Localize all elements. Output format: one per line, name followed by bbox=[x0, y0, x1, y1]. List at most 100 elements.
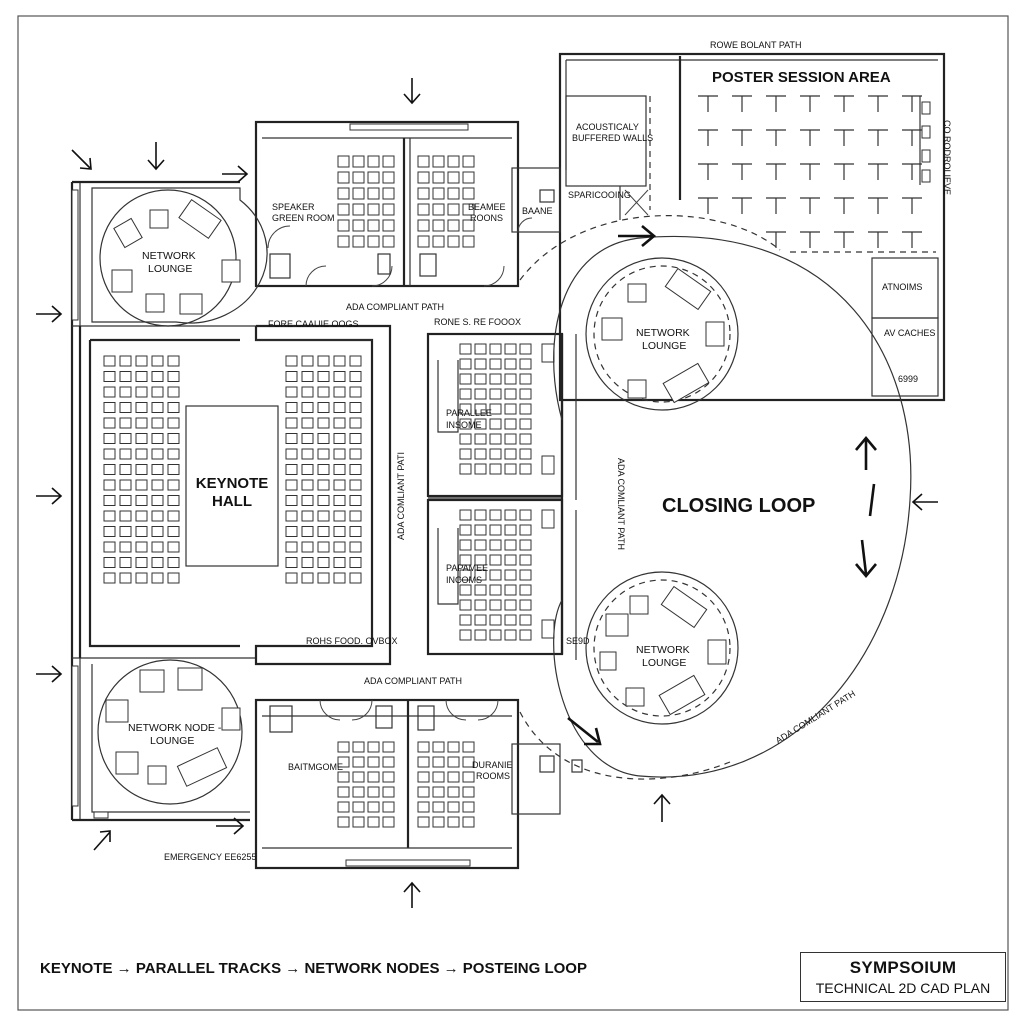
seat bbox=[459, 554, 472, 566]
sheet-border bbox=[17, 15, 1009, 1011]
poster-stand bbox=[698, 163, 718, 180]
seat bbox=[103, 541, 116, 553]
seat bbox=[519, 463, 532, 475]
seat bbox=[285, 541, 298, 553]
seat bbox=[103, 386, 116, 398]
seat bbox=[135, 417, 148, 429]
seat bbox=[352, 816, 365, 828]
seat bbox=[417, 756, 430, 768]
seat bbox=[103, 448, 116, 460]
seat bbox=[367, 741, 380, 753]
seat bbox=[151, 355, 164, 367]
acoustic-label-2: BUFFERED WALLS bbox=[572, 133, 653, 143]
seat bbox=[119, 355, 132, 367]
seat bbox=[382, 155, 395, 168]
seat bbox=[135, 510, 148, 522]
bottom-room-seating bbox=[337, 741, 475, 828]
seat bbox=[352, 771, 365, 783]
seat bbox=[474, 448, 487, 460]
seat bbox=[317, 495, 330, 506]
seat bbox=[367, 155, 380, 168]
seat bbox=[333, 448, 346, 460]
seat bbox=[462, 801, 475, 813]
seat bbox=[103, 402, 116, 413]
seat bbox=[417, 741, 430, 753]
seat bbox=[349, 355, 362, 367]
seat bbox=[462, 219, 475, 232]
seat bbox=[317, 557, 330, 568]
seat bbox=[349, 510, 362, 522]
seat bbox=[103, 479, 116, 491]
poster-stand bbox=[766, 95, 786, 112]
loop-flow-arrow-right-down bbox=[860, 539, 868, 575]
seat bbox=[352, 203, 365, 216]
seat bbox=[285, 433, 298, 444]
seat bbox=[301, 371, 314, 382]
foyer-top-left-label: FORE CAAUIE OOGS bbox=[268, 319, 359, 329]
seat bbox=[489, 509, 502, 521]
poster-stand bbox=[766, 163, 786, 180]
seat bbox=[489, 524, 502, 536]
seat bbox=[349, 464, 362, 475]
seat bbox=[417, 203, 430, 216]
seat bbox=[367, 203, 380, 216]
seat bbox=[489, 448, 502, 460]
seat bbox=[367, 771, 380, 783]
seat bbox=[333, 417, 346, 429]
code-6999-label: 6999 bbox=[898, 374, 918, 384]
poster-stand bbox=[698, 197, 718, 214]
seat bbox=[459, 629, 472, 641]
seat bbox=[519, 569, 532, 581]
bottom-rooms-label-1: DURANIE bbox=[472, 760, 513, 770]
route-top-label: ROWE BOLANT PATH bbox=[710, 40, 802, 50]
seat bbox=[432, 771, 445, 783]
seat bbox=[119, 495, 132, 506]
seat bbox=[333, 526, 346, 537]
seat bbox=[382, 816, 395, 828]
seat bbox=[504, 373, 517, 385]
seat bbox=[151, 433, 164, 444]
seat bbox=[103, 433, 116, 444]
entry-arrows bbox=[36, 78, 938, 908]
seat bbox=[459, 539, 472, 551]
seat bbox=[459, 569, 472, 581]
seat bbox=[474, 418, 487, 430]
seat bbox=[135, 572, 148, 584]
seat bbox=[474, 554, 487, 566]
seat bbox=[317, 402, 330, 413]
seat bbox=[489, 373, 502, 385]
seat bbox=[301, 433, 314, 444]
seat bbox=[489, 629, 502, 641]
speaker-label-1: SPEAKER bbox=[272, 202, 315, 212]
seat bbox=[519, 554, 532, 566]
seat bbox=[474, 358, 487, 370]
network-right-top-label-1: NETWORK bbox=[636, 327, 690, 339]
seat bbox=[382, 219, 395, 232]
seat bbox=[349, 386, 362, 398]
seat bbox=[382, 203, 395, 216]
seat bbox=[337, 203, 350, 216]
network-top-left-label-2: LOUNGE bbox=[148, 263, 192, 275]
seat bbox=[337, 786, 350, 798]
seat bbox=[462, 771, 475, 783]
entry-arrow-emergency bbox=[93, 830, 111, 851]
seat bbox=[119, 433, 132, 444]
poster-stand bbox=[834, 95, 854, 112]
entry-arrow-top bbox=[403, 78, 421, 105]
seat bbox=[301, 572, 314, 584]
seat bbox=[474, 388, 487, 400]
seat bbox=[337, 219, 350, 232]
poster-stand bbox=[902, 129, 922, 146]
seat bbox=[151, 464, 164, 475]
poster-stand bbox=[902, 95, 922, 112]
entry-arrow-green-room bbox=[222, 165, 249, 183]
sparking-label: SPARICOOING bbox=[568, 190, 631, 200]
bottom-rooms-block: BAITMGOME DURANIE ROOMS EMERGENCY EE6255 bbox=[164, 698, 583, 870]
seat bbox=[151, 448, 164, 460]
seat bbox=[167, 526, 180, 537]
seat bbox=[519, 343, 532, 355]
seat bbox=[474, 524, 487, 536]
seat bbox=[285, 479, 298, 491]
seat bbox=[462, 816, 475, 828]
seat bbox=[474, 614, 487, 626]
